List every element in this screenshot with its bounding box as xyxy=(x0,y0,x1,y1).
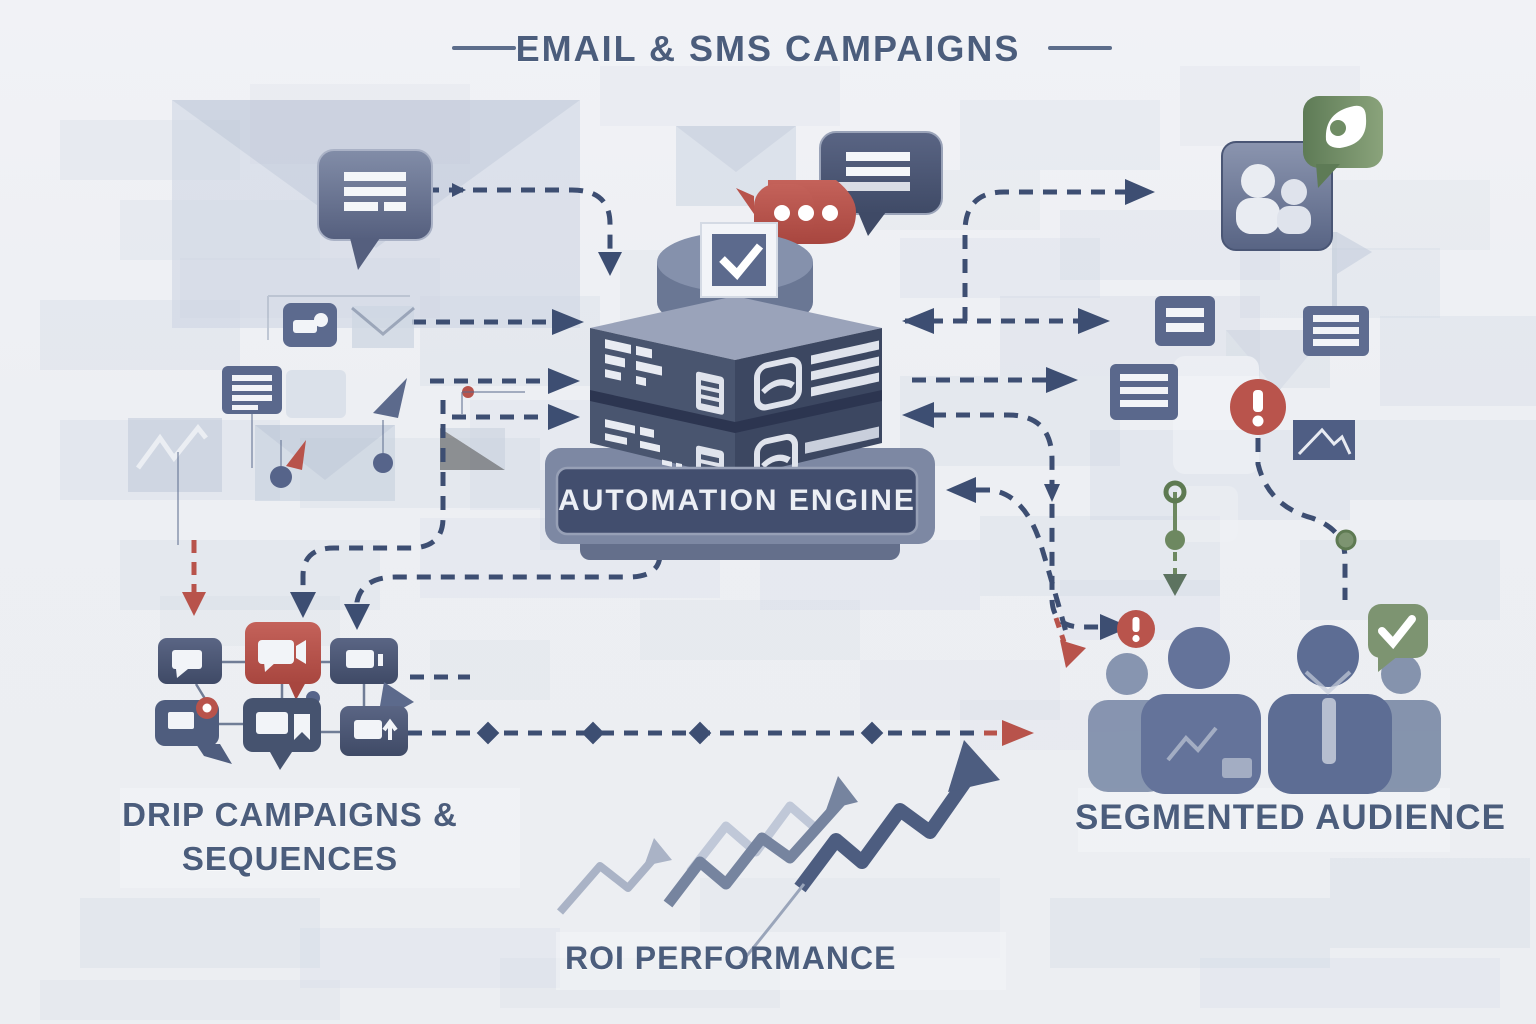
cursor-arrow-icon xyxy=(373,378,407,418)
growth-arrow-icon xyxy=(556,740,1000,965)
background-tile xyxy=(300,928,560,988)
flag-icon xyxy=(1332,232,1372,318)
segmented-audience-label: SEGMENTED AUDIENCE xyxy=(1075,798,1506,837)
background-tile xyxy=(860,660,1060,720)
background-tile xyxy=(500,958,780,1008)
person-silhouette-icon xyxy=(1268,625,1392,794)
background-tile xyxy=(900,238,1100,298)
server-stack-icon xyxy=(545,232,935,560)
roi-performance-label: ROI PERFORMANCE xyxy=(565,940,897,976)
timeline-node-icon xyxy=(1163,480,1357,596)
title-rule-right xyxy=(1048,46,1112,50)
drip-campaigns-label-line1: DRIP CAMPAIGNS & xyxy=(122,796,458,833)
background-tile xyxy=(700,878,1000,958)
alert-circle-icon xyxy=(1117,610,1155,648)
connector-bubble-to-engine xyxy=(425,187,613,250)
background-tile xyxy=(1330,180,1490,250)
bookmark-chat-tile-icon xyxy=(243,698,321,770)
mountain-tile-icon xyxy=(1293,420,1355,460)
message-3line-tile-icon xyxy=(1110,364,1178,420)
alert-circle-icon xyxy=(1230,379,1286,435)
background-tile xyxy=(1330,858,1530,948)
cursor-arrow-icon xyxy=(286,440,306,470)
message-2line-tile-icon xyxy=(1155,296,1215,346)
chat-tile-icon xyxy=(158,638,222,684)
person-silhouette-icon xyxy=(1141,627,1261,794)
connector-engine-to-drip-a xyxy=(300,400,446,592)
engine-plate xyxy=(555,466,919,536)
page-title: EMAIL & SMS CAMPAIGNS xyxy=(515,28,1021,69)
drip-campaigns-label-line2: SEQUENCES xyxy=(181,840,399,877)
background-tile xyxy=(40,980,340,1020)
connector-to-contacts-card xyxy=(962,189,1125,321)
arrowheads xyxy=(177,179,1155,746)
checkmark-badge-icon xyxy=(700,222,778,298)
background-tile xyxy=(900,376,1120,466)
background-tile xyxy=(430,640,550,700)
title-rule-left xyxy=(452,46,516,50)
background-tile xyxy=(640,600,860,660)
background-tile xyxy=(960,100,1160,170)
red-connectors xyxy=(191,540,1067,736)
background-tile xyxy=(1380,316,1536,406)
pin-bubble-icon xyxy=(155,697,232,764)
envelope-outline-icon xyxy=(351,306,415,348)
zigzag-mail-icon xyxy=(128,418,222,492)
background-tile xyxy=(1350,420,1536,500)
sms-dots-bubble-icon xyxy=(736,180,856,244)
background-tile xyxy=(1200,958,1500,1008)
contacts-card-icon xyxy=(1221,141,1333,251)
automation-engine-label: AUTOMATION ENGINE xyxy=(558,484,916,517)
chat-bubble-lines-icon xyxy=(819,131,943,236)
connector-to-audience-alert xyxy=(932,412,1100,630)
connector-right-down xyxy=(1255,438,1348,600)
envelope-icon xyxy=(255,425,395,501)
video-chat-tile-red-icon xyxy=(245,622,321,700)
video-tile-icon xyxy=(330,638,398,684)
audience-silhouettes xyxy=(1088,625,1441,794)
message-3line-tile-icon xyxy=(1303,306,1369,356)
background-tile xyxy=(1050,898,1330,968)
megaphone-tile-icon xyxy=(283,303,337,347)
chat-bubble-lines-icon xyxy=(317,149,433,270)
background-tile xyxy=(80,898,320,968)
background-tile xyxy=(600,66,840,126)
drip-cluster-links xyxy=(194,660,366,734)
message-lines-tile-icon xyxy=(222,366,282,414)
connector-plate-curve xyxy=(976,487,1069,633)
share-chat-tile-icon xyxy=(340,682,414,756)
background-tile xyxy=(120,540,380,610)
connector-engine-to-drip-b xyxy=(354,532,663,604)
leaf-bubble-icon xyxy=(1303,96,1383,188)
drip-campaigns-label: DRIP CAMPAIGNS & SEQUENCES xyxy=(105,793,475,881)
check-bubble-green-icon xyxy=(1368,604,1428,672)
